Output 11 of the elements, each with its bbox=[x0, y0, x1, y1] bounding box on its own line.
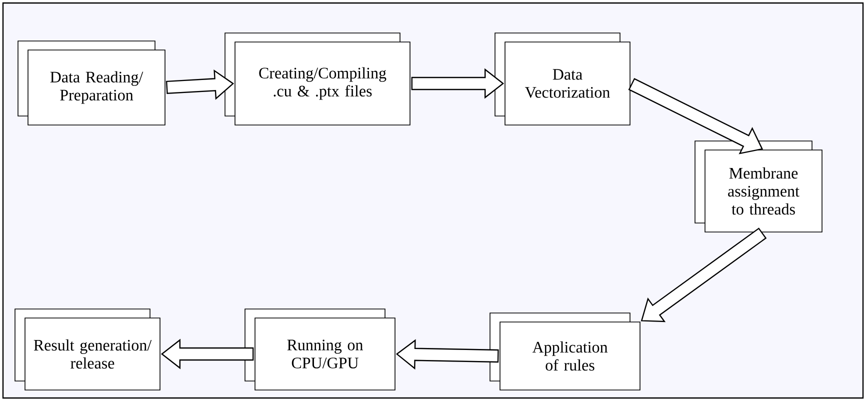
document-stack: Result generation/ release bbox=[14, 308, 160, 390]
block-arrow bbox=[166, 69, 234, 100]
document-stack: Creating/Compiling .cu & .ptx files bbox=[224, 32, 410, 126]
document-stack: Application of rules bbox=[490, 312, 640, 390]
block-arrow bbox=[411, 68, 504, 99]
document-stack: Running on CPU/GPU bbox=[244, 308, 396, 390]
document-stack: Membrane assignment to threads bbox=[694, 140, 822, 232]
document-stack: Data Reading/ Preparation bbox=[18, 40, 166, 126]
block-arrow bbox=[160, 338, 254, 370]
block-arrow bbox=[396, 339, 499, 370]
document-stack: Data Vectorization bbox=[494, 32, 630, 126]
